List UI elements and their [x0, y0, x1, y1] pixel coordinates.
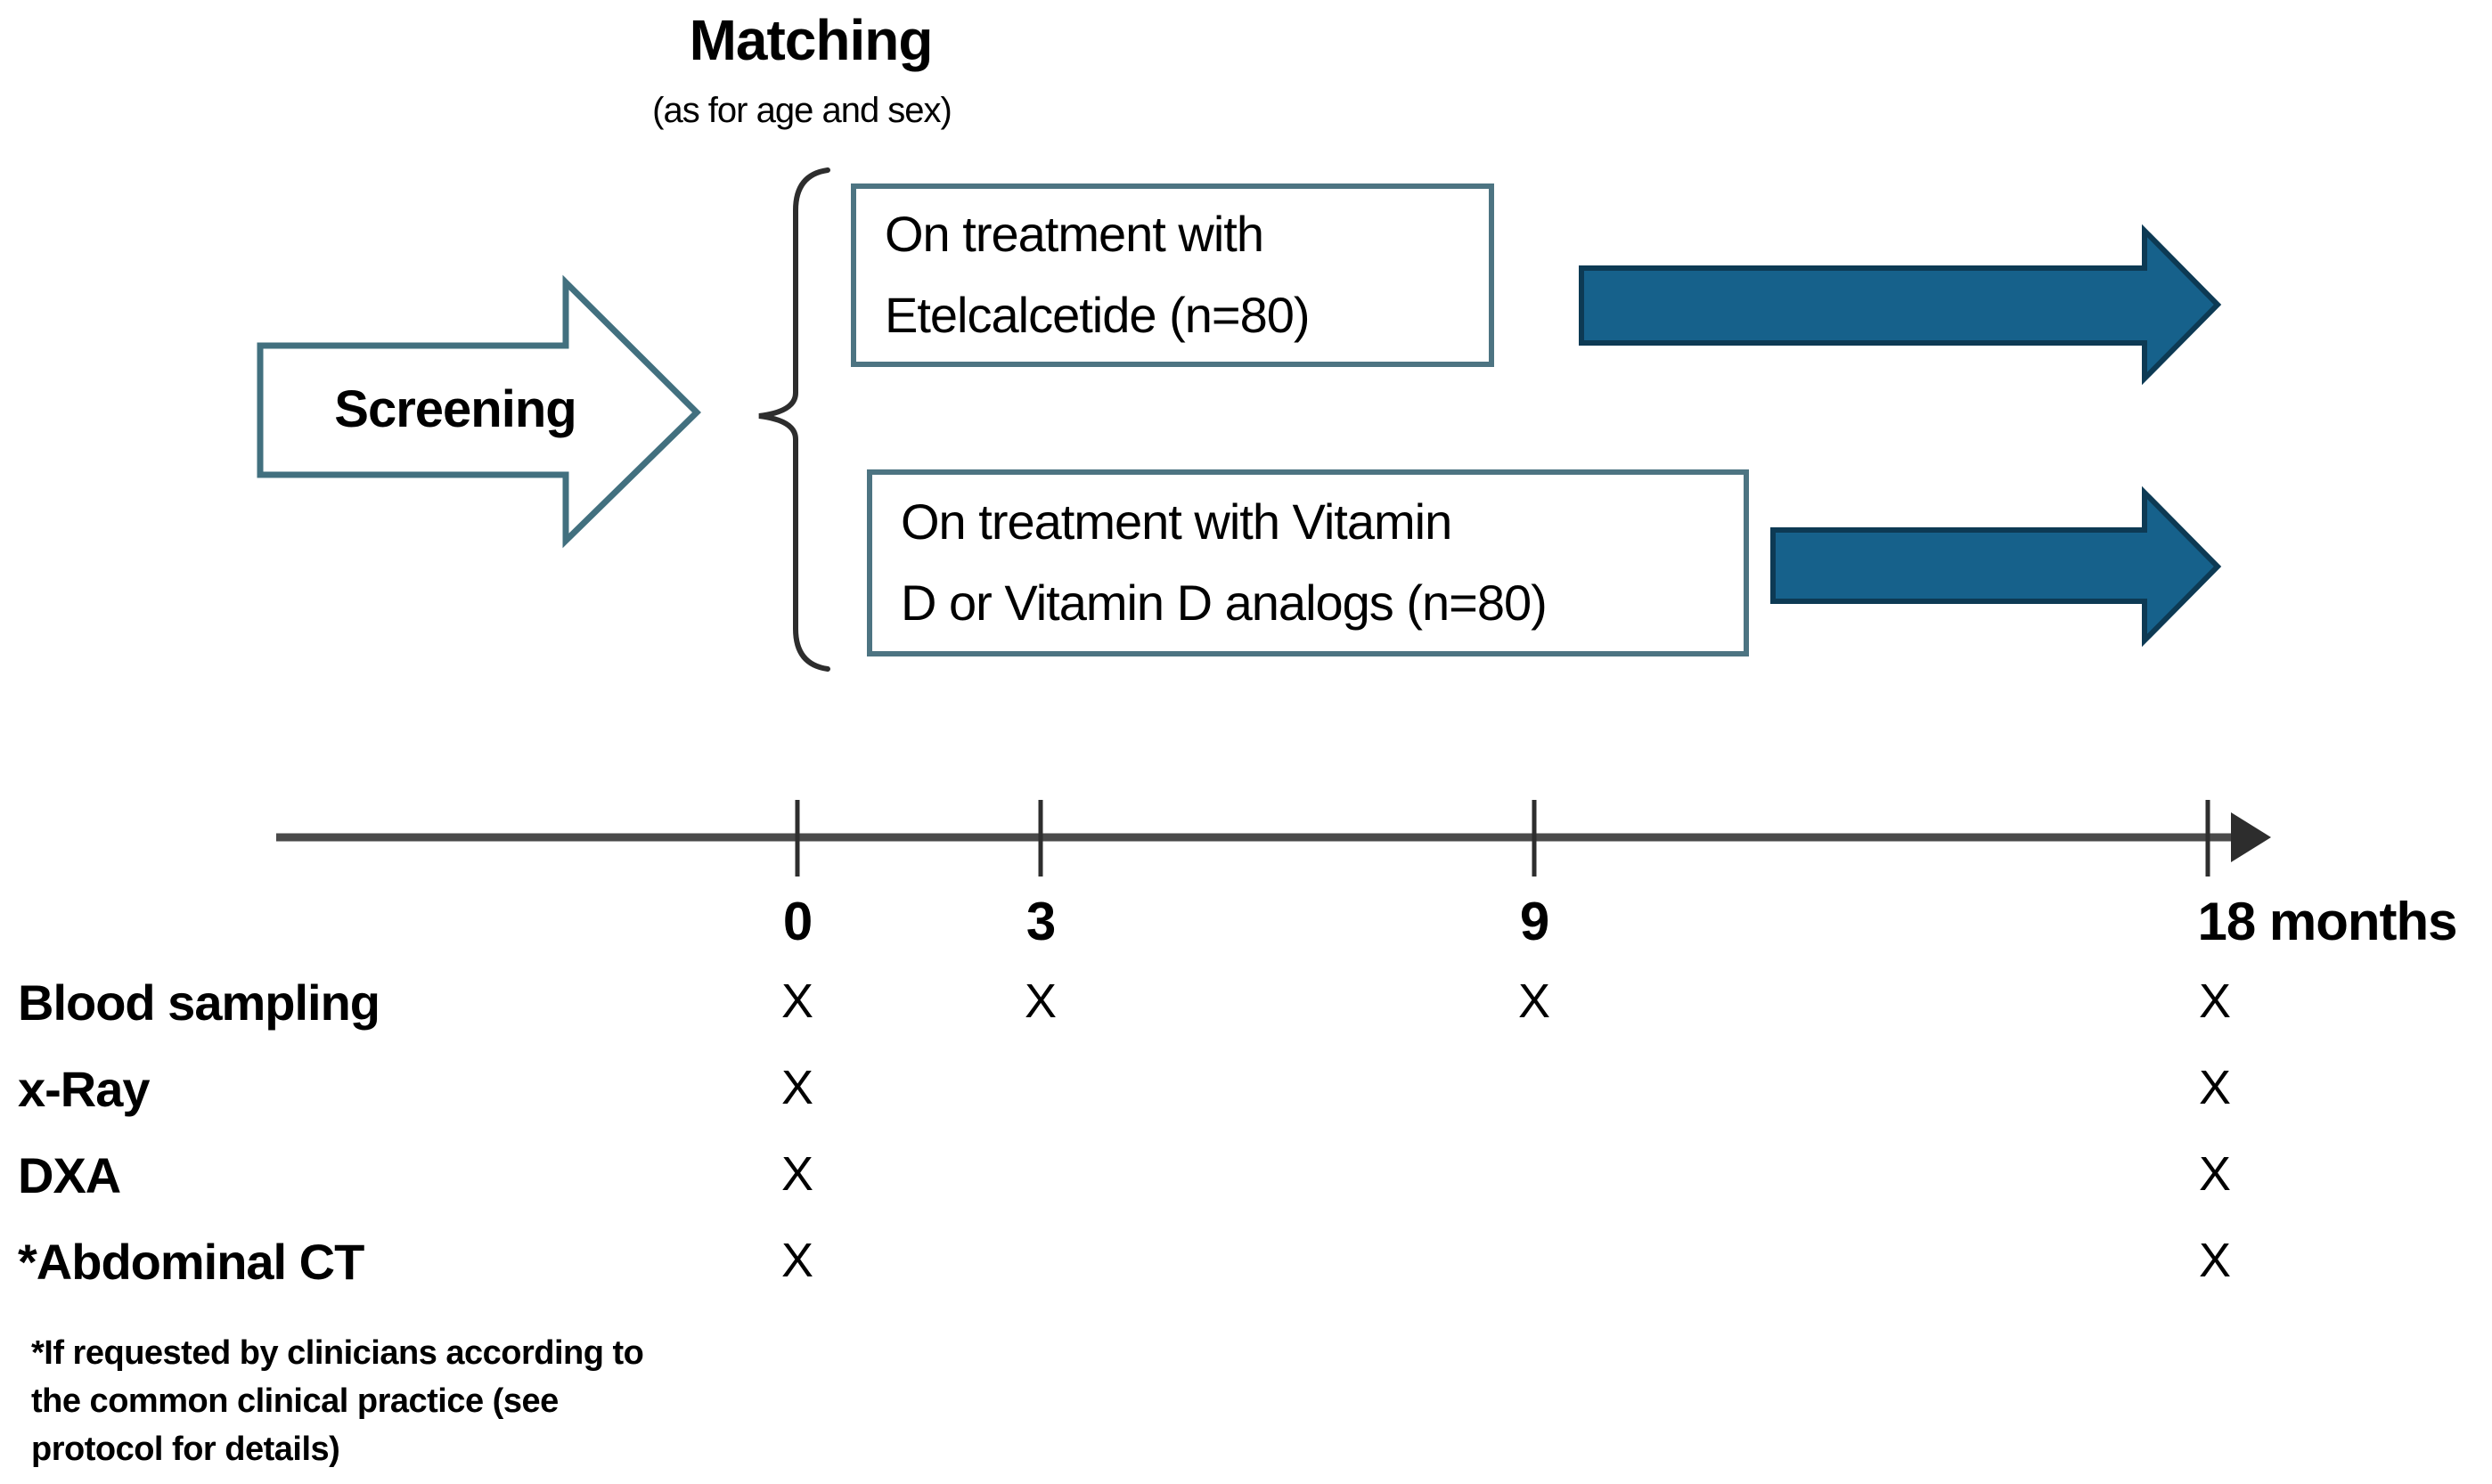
timeline-tick-label: 0	[782, 892, 813, 951]
footnote-line: *If requested by clinicians according to	[31, 1334, 644, 1372]
assessment-mark: X	[2198, 974, 2232, 1028]
matching-subtitle: (as for age and sex)	[652, 91, 952, 130]
treatment-arrow-1-icon	[1579, 224, 2222, 386]
assessment-row-label: x-Ray	[18, 1061, 151, 1117]
assessment-mark: X	[780, 974, 814, 1028]
timeline-tick-label: 3	[1025, 892, 1056, 951]
matching-title: Matching	[689, 8, 934, 72]
assessment-mark: X	[2198, 1147, 2232, 1201]
treatment-box-vitamin-d: On treatment with Vitamin D or Vitamin D…	[867, 469, 1749, 656]
screening-label: Screening	[334, 380, 576, 438]
assessment-mark: X	[780, 1061, 814, 1114]
assessment-row-label: *Abdominal CT	[18, 1234, 364, 1290]
matching-brace	[758, 167, 830, 672]
footnote-line: protocol for details)	[31, 1431, 340, 1468]
treatment-arrow-2-icon	[1770, 485, 2222, 648]
assessment-row-label: Blood sampling	[18, 974, 380, 1031]
footnote-line: the common clinical practice (see	[31, 1382, 559, 1420]
timeline-tick-label: 18 months	[2197, 892, 2457, 951]
treatment-box-etelcalcetide-label: On treatment with Etelcalcetide (n=80)	[885, 206, 1311, 343]
timeline-arrowhead-icon	[2231, 812, 2271, 862]
assessment-mark: X	[1517, 974, 1551, 1028]
timeline-ticks	[795, 800, 2210, 877]
assessment-mark: X	[1024, 974, 1058, 1028]
timeline-tick-label: 9	[1519, 892, 1549, 951]
treatment-box-etelcalcetide: On treatment with Etelcalcetide (n=80)	[851, 183, 1494, 367]
assessment-row-label: DXA	[18, 1147, 121, 1203]
treatment-box-vitamin-d-label: On treatment with Vitamin D or Vitamin D…	[901, 493, 1548, 631]
assessment-mark: X	[2198, 1061, 2232, 1114]
assessment-mark: X	[780, 1147, 814, 1201]
assessment-mark: X	[2198, 1234, 2232, 1287]
screening-arrow-shape	[257, 274, 701, 549]
assessment-mark: X	[780, 1234, 814, 1287]
